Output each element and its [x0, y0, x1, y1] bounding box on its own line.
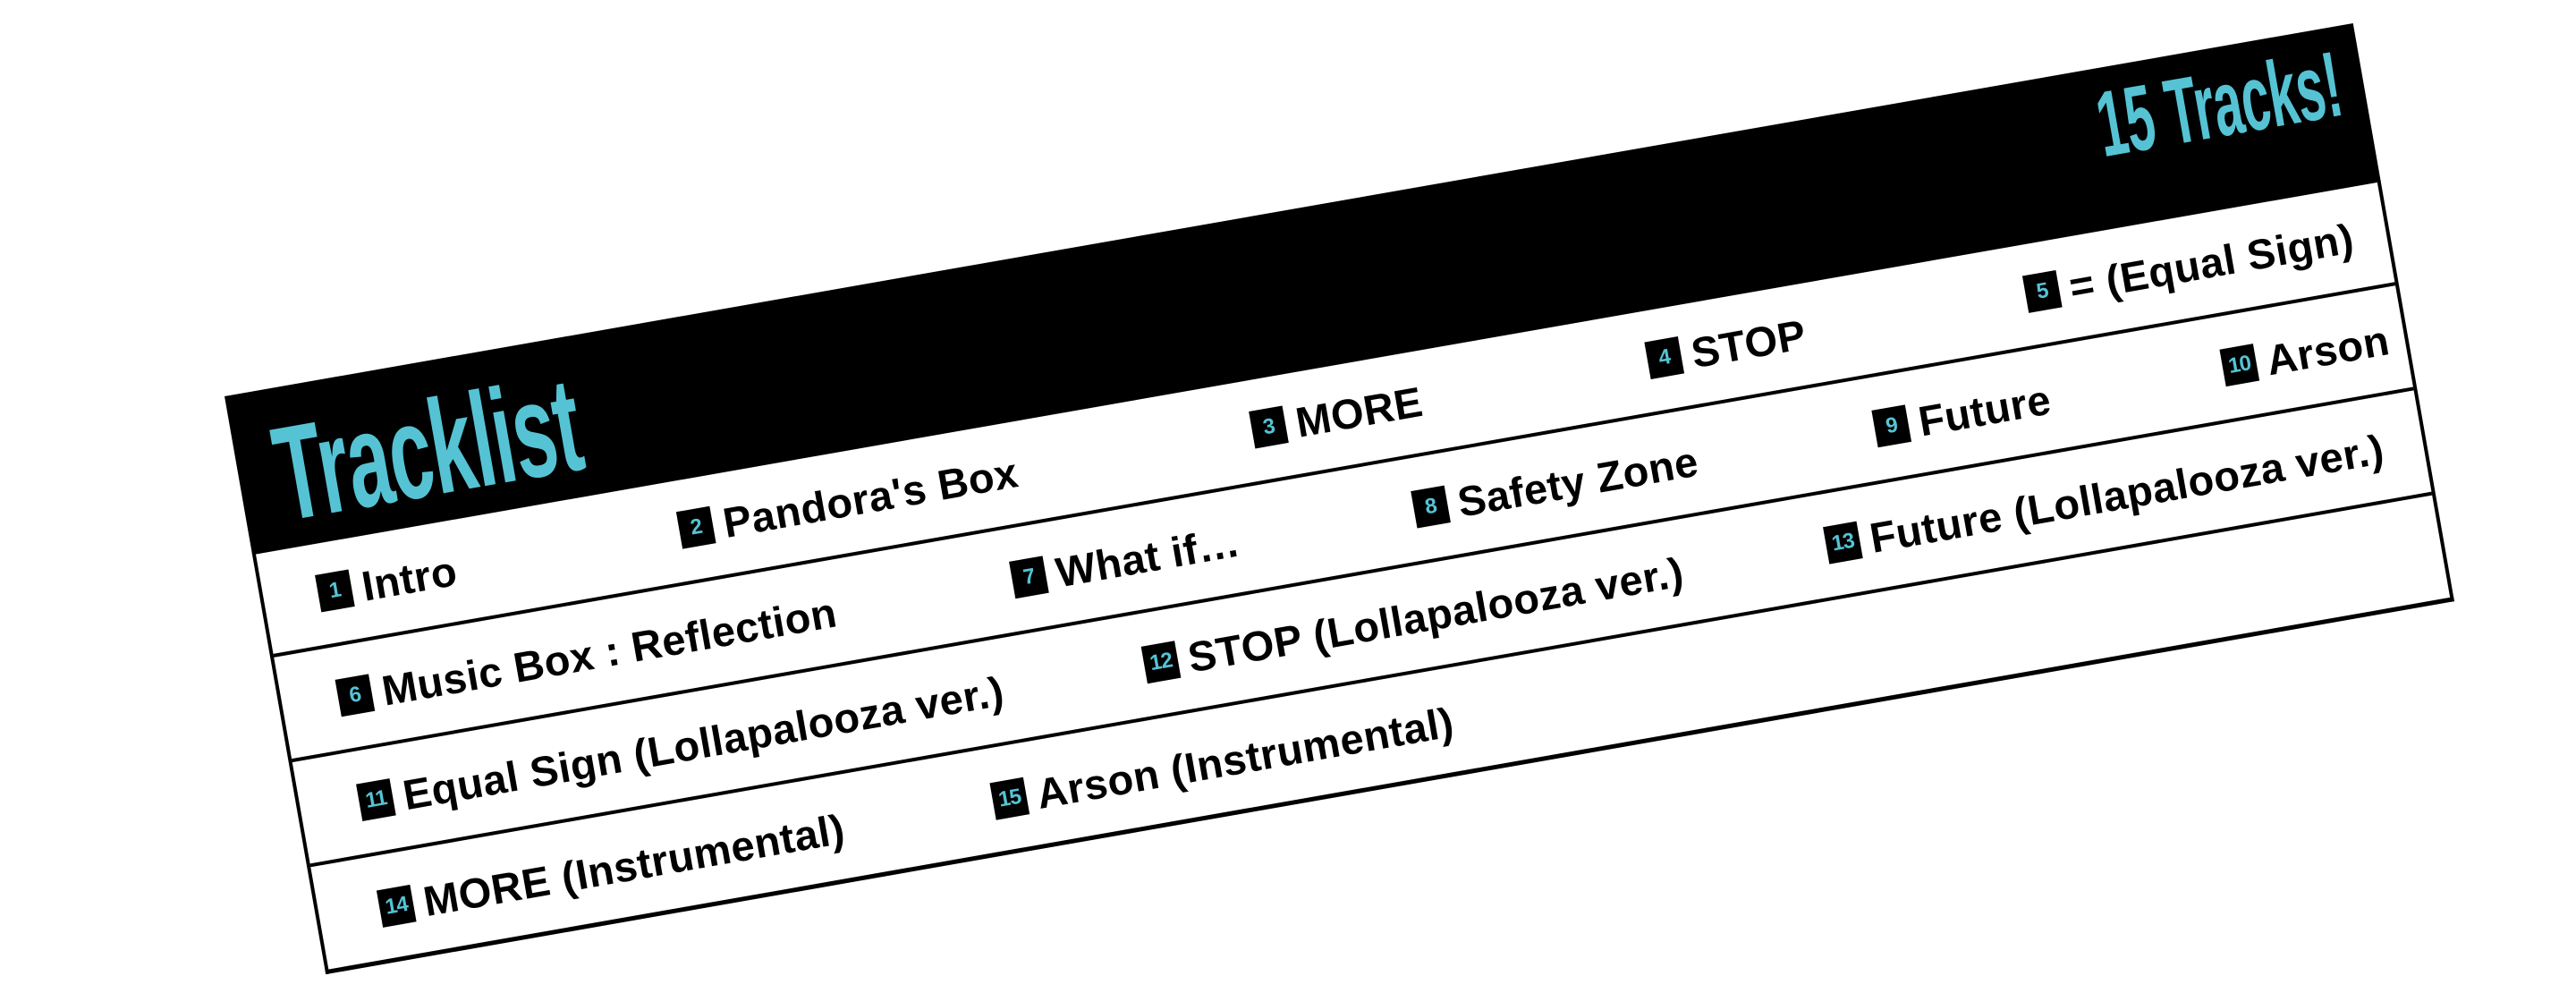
track-number-badge: 1: [315, 569, 355, 613]
track-number-badge: 3: [1249, 405, 1289, 449]
track-number-badge: 5: [2021, 269, 2063, 313]
track-number-badge: 9: [1871, 404, 1912, 448]
track-title: STOP: [1687, 310, 1810, 377]
track-title: Safety Zone: [1453, 437, 1702, 526]
track-number-badge: 2: [675, 505, 716, 549]
track-number-badge: 6: [335, 674, 376, 717]
track-title: Arson: [2262, 315, 2394, 384]
track-title: Future: [1914, 375, 2055, 446]
track-number-badge: 8: [1411, 485, 1451, 529]
track-number-badge: 12: [1140, 641, 1182, 684]
track-number-badge: 4: [1644, 336, 1685, 379]
track-title: What if…: [1052, 516, 1244, 597]
track-title: = (Equal Sign): [2065, 213, 2358, 310]
track-number-badge: 10: [2219, 344, 2260, 387]
track-title: Intro: [358, 546, 461, 610]
track-count: 15 Tracks!: [2089, 32, 2350, 177]
track-number-badge: 7: [1009, 556, 1049, 599]
track-title: MORE: [1292, 377, 1427, 446]
track-number-badge: 11: [356, 778, 396, 821]
track-number-badge: 13: [1823, 521, 1863, 564]
track-number-badge: 15: [989, 777, 1030, 820]
track-number-badge: 14: [376, 884, 417, 928]
